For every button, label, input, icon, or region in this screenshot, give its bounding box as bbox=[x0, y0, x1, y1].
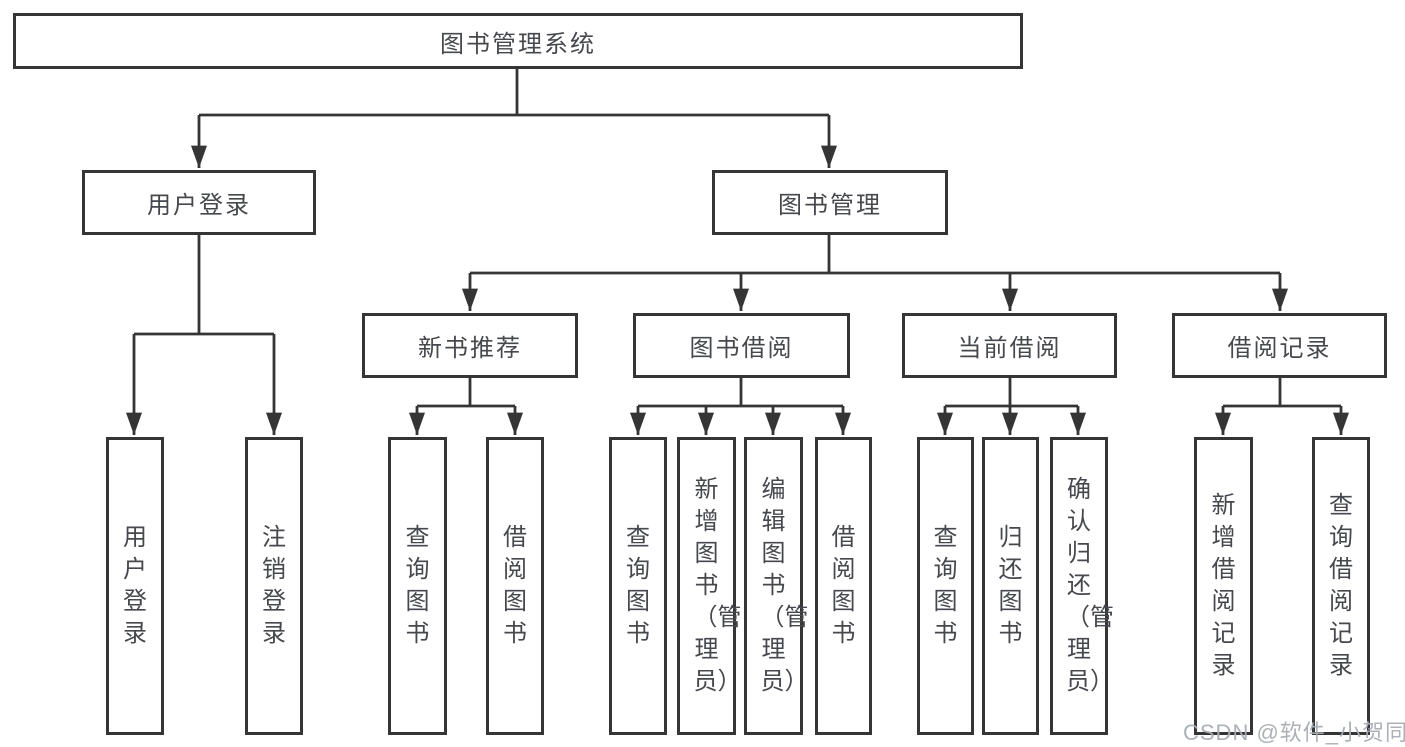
leaf-label: 新增图书（管理员） bbox=[693, 476, 742, 695]
leaf-logout: 注销登录 bbox=[245, 437, 303, 735]
node-book-borrowing: 图书借阅 bbox=[633, 313, 850, 378]
leaf-edit-books-admin: 编辑图书（管理员） bbox=[744, 437, 809, 735]
leaf-label: 归还图书 bbox=[998, 524, 1023, 647]
node-book-management: 图书管理 bbox=[712, 170, 948, 235]
leaf-query-borrow-record: 查询借阅记录 bbox=[1312, 437, 1370, 735]
leaf-user-login: 用户登录 bbox=[106, 437, 164, 735]
csdn-watermark: CSDN @软件_小贺同学 bbox=[1183, 720, 1405, 745]
leaf-confirm-return-admin: 确认归还（管理员） bbox=[1050, 437, 1114, 735]
node-user-login-branch: 用户登录 bbox=[82, 170, 316, 235]
leaf-borrow-books-recommend: 借阅图书 bbox=[486, 437, 544, 735]
leaf-label: 查询图书 bbox=[933, 524, 958, 647]
node-new-book-recommend: 新书推荐 bbox=[362, 313, 578, 378]
leaf-query-books-current: 查询图书 bbox=[917, 437, 974, 735]
leaf-add-borrow-record: 新增借阅记录 bbox=[1194, 437, 1253, 735]
leaf-label: 注销登录 bbox=[262, 524, 286, 647]
leaf-label: 查询图书 bbox=[405, 524, 430, 647]
leaf-label: 新增借阅记录 bbox=[1211, 492, 1236, 679]
leaf-label: 确认归还（管理员） bbox=[1066, 476, 1114, 695]
leaf-label: 借阅图书 bbox=[831, 524, 856, 647]
leaf-label: 编辑图书（管理员） bbox=[760, 476, 809, 695]
leaf-query-books-borrow: 查询图书 bbox=[609, 437, 667, 735]
node-current-borrowing: 当前借阅 bbox=[902, 313, 1117, 378]
leaf-borrow-books: 借阅图书 bbox=[815, 437, 872, 735]
leaf-label: 查询借阅记录 bbox=[1329, 492, 1353, 679]
leaf-label: 用户登录 bbox=[123, 524, 147, 647]
leaf-return-books: 归还图书 bbox=[982, 437, 1039, 735]
leaf-label: 查询图书 bbox=[626, 524, 650, 647]
leaf-label: 借阅图书 bbox=[503, 524, 527, 647]
leaf-query-books-recommend: 查询图书 bbox=[388, 437, 447, 735]
node-borrowing-records: 借阅记录 bbox=[1172, 313, 1387, 378]
leaf-add-books-admin: 新增图书（管理员） bbox=[677, 437, 742, 735]
node-root-library-system: 图书管理系统 bbox=[13, 13, 1023, 69]
